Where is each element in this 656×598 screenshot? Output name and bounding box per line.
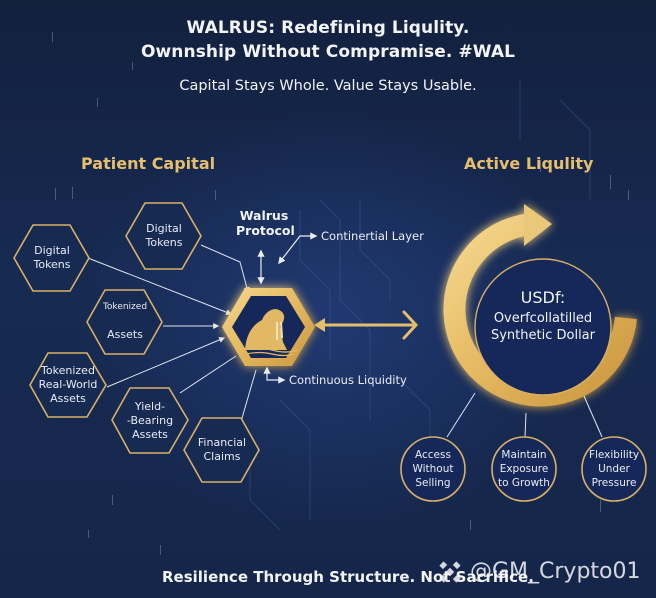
hex-digital-tokens-1 xyxy=(13,224,90,292)
node-label-digital-tokens-2: Digital Tokens xyxy=(145,222,183,249)
section-title-active-liquidity: Active Liqulity xyxy=(464,154,594,173)
protocol-label: Walrus Protocol xyxy=(236,208,295,238)
section-title-patient-capital: Patient Capital xyxy=(81,154,216,173)
arrow-continertial-layer xyxy=(278,232,318,265)
node-label-tokenized: Tokenized xyxy=(102,302,148,312)
usdf-subtitle: Overfcollatilled Synthetic Dollar xyxy=(490,311,595,343)
subtitle: Capital Stays Whole. Value Stays Usable. xyxy=(179,78,477,94)
title-line-2: Ownnship Without Compramise. #WAL xyxy=(140,42,516,62)
walrus-icon xyxy=(242,309,299,357)
benefit-circle-exposure xyxy=(491,436,557,502)
node-label-digital-tokens-1: Digital Tokens xyxy=(33,244,71,271)
hex-tokenized-rwa xyxy=(29,352,107,418)
usdf-ring xyxy=(443,204,637,407)
connector-yield-bearing xyxy=(179,355,237,394)
hex-yield-bearing xyxy=(111,387,189,454)
arrow-continuous-liquidity xyxy=(263,366,286,384)
annotation-continertial-layer: Continertial Layer xyxy=(321,229,424,243)
exchange-arrow xyxy=(318,310,419,340)
usdf-core xyxy=(474,258,612,396)
benefit-label-access: Access Without Selling xyxy=(412,449,454,489)
hex-financial-claims xyxy=(183,417,260,483)
annotation-continuous-liquidity: Continuous Liquidity xyxy=(289,373,407,387)
benefit-circle-flexibility xyxy=(581,436,647,502)
connector-digital-tokens-1 xyxy=(87,257,233,316)
hex-tokenized-assets xyxy=(86,289,163,355)
exchange-arrow-left-head xyxy=(314,318,325,332)
connector-digital-tokens-2 xyxy=(200,244,250,294)
node-label-yield-bearing: Yield- -Bearing Assets xyxy=(126,400,174,441)
footer-tagline: Resilience Through Structure. Not Sacrif… xyxy=(162,568,534,586)
title-line-1: WALRUS: Redefining Liqulity. xyxy=(186,18,470,38)
connector-tokenized-rwa xyxy=(106,337,226,388)
benefit-circle-access xyxy=(400,436,466,502)
node-label-assets: Assets xyxy=(107,328,143,341)
node-label-tokenized-rwa: Tokenized Real-World Assets xyxy=(38,364,98,405)
connector-financial-claims xyxy=(239,369,257,426)
watermark-handle: @GM_Crypto01 xyxy=(470,559,641,584)
usdf-title: USDf: xyxy=(520,288,566,307)
node-label-financial-claims: Financial Claims xyxy=(197,436,247,463)
hex-digital-tokens-2 xyxy=(125,202,202,270)
benefit-label-flexibility: Flexibility Under Pressure xyxy=(588,449,640,489)
benefit-label-exposure: Maintain Exposure to Growth xyxy=(498,449,550,489)
